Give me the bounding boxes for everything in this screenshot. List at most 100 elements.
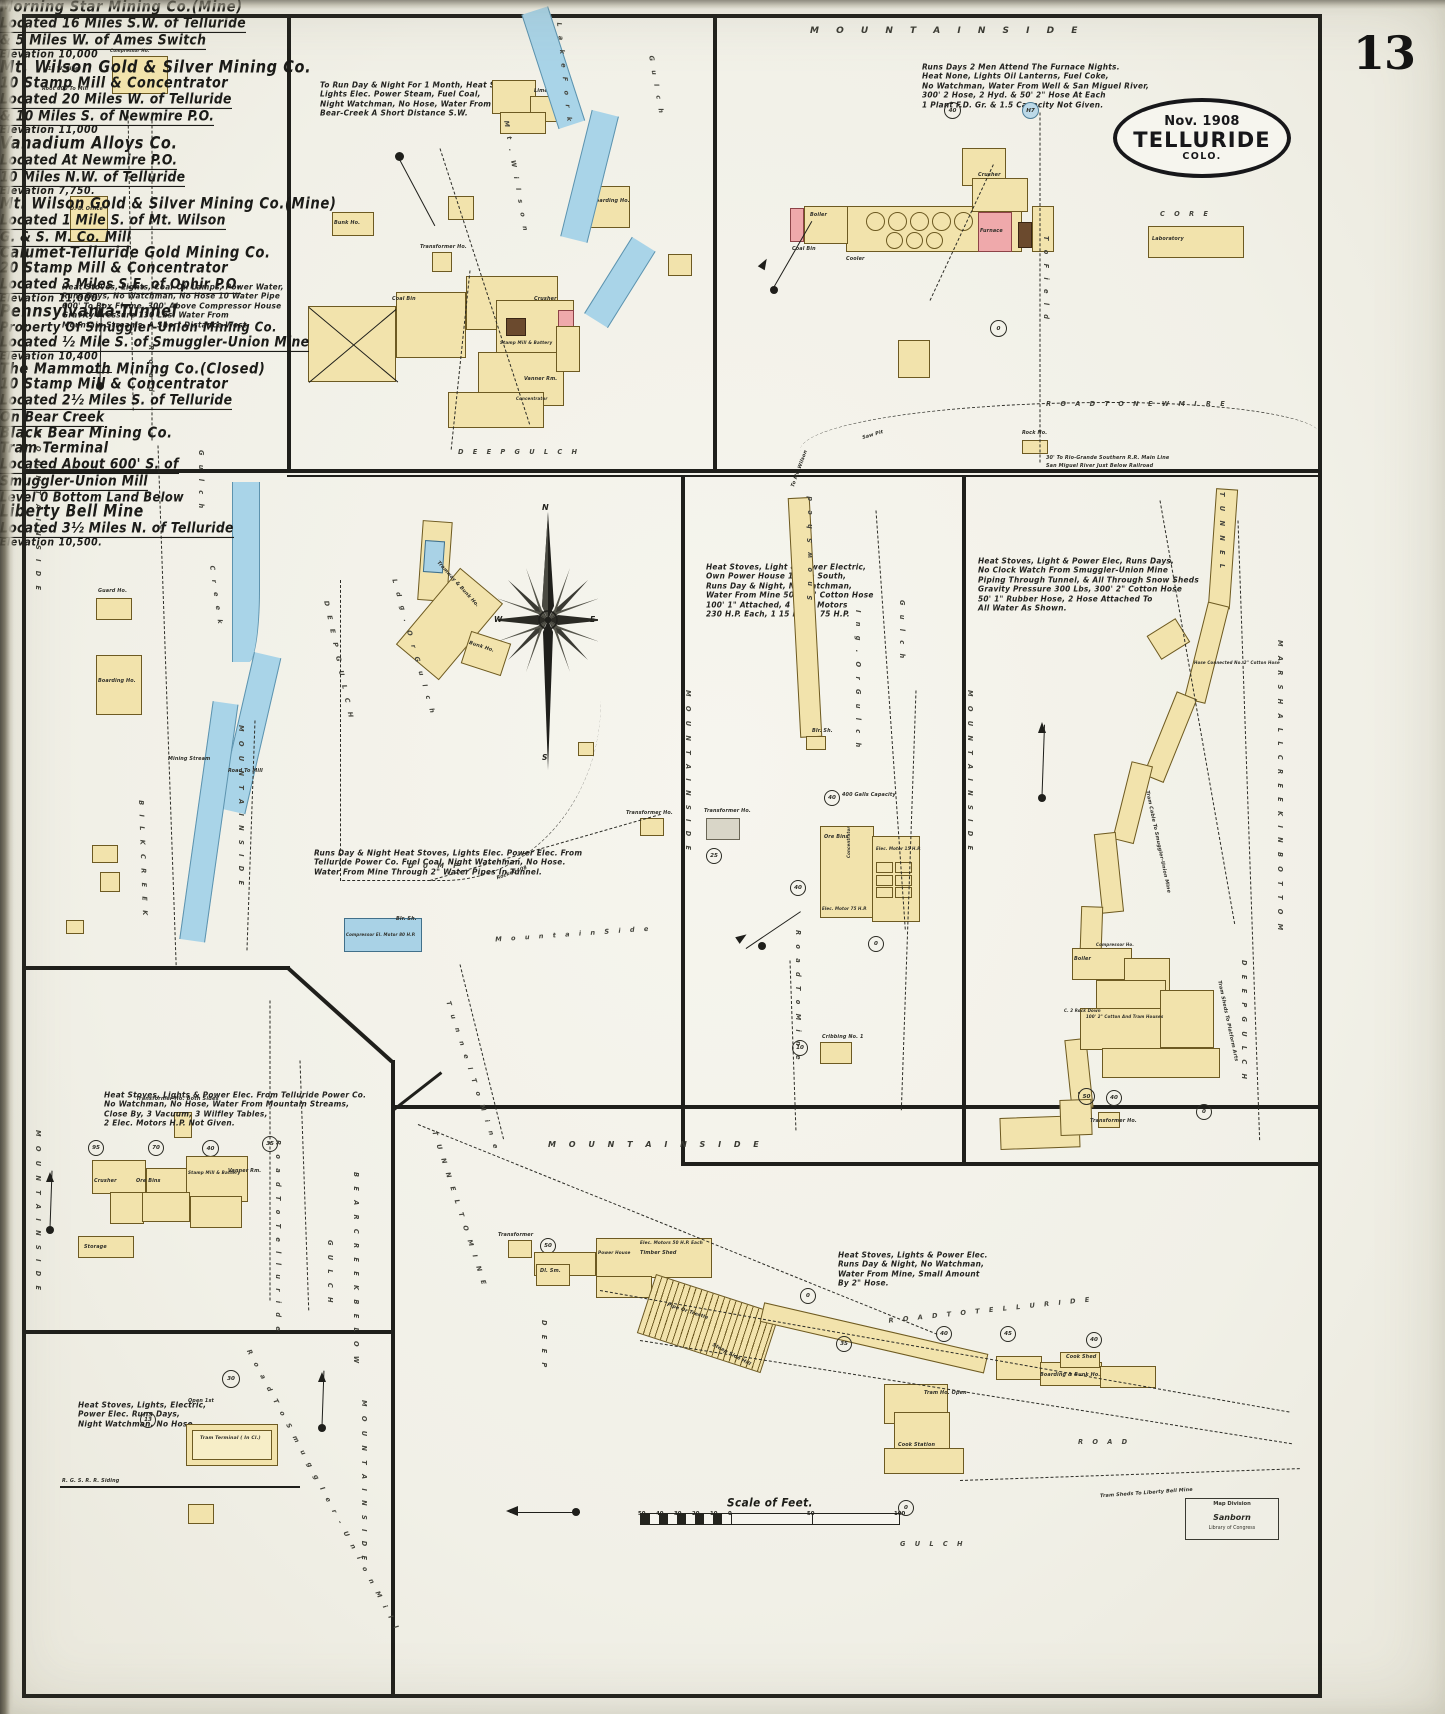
building-mam-transformer [174,1112,192,1138]
mammoth-subtitle: 10 Stamp Mill & Concentrator [0,375,229,394]
building-lb-7 [1060,1352,1100,1368]
label-pa-boiler: Boiler [1074,956,1092,962]
label-mam-storage: Storage [84,1244,107,1250]
label-ms-compressor: Compressor Ho. [110,48,150,53]
label-mam-stamp: Stamp Mill & Battery [188,1170,241,1175]
building-ms-boarding [96,655,142,715]
vanadium-caption-2: 10 Miles N.W. of Telluride [0,168,1445,188]
morning-star-elevation: Elevation 10,000 [0,48,99,61]
circle-lb-35: 35 [836,1336,852,1352]
north-arrow-dot-ms [96,382,104,390]
label-mw-crusher: Crusher [534,296,557,302]
pennsylvania-caption-1: Located ½ Mile S. of Smuggler-Union Mine [0,333,1445,353]
label-ms-guard: Guard Ho. [98,588,128,594]
library-stamp: Map Division Sanborn Library of Congress [1185,1498,1279,1540]
building-bb-terminal-inner [192,1430,272,1460]
building-cal-sm2 [820,1042,852,1064]
circle-lb-0a: 0 [800,1288,816,1304]
label-mam-gulch: G U L C H [326,1240,334,1307]
label-mountain-side-left2: M O U N T A I N S I D E [237,725,245,889]
label-lb-road: R O A D [1078,1438,1131,1446]
building-ms-small-3 [66,920,84,934]
label-lb-cookstation: Cook Station [898,1442,936,1448]
building-mam-5 [142,1192,190,1222]
blackbear-note-1: Heat Stoves, Lights, Electric, [78,1399,207,1410]
scale-tick-7: 100 [894,1511,906,1517]
label-cal-trans: Transformer Ho. [704,808,751,814]
label-road-to-mill: Road To Mill [228,768,263,774]
circle-lb-45: 45 [1000,1326,1016,1342]
label-lb-trans: Transformer [498,1232,534,1238]
mt-wilson-mill-subtitle: 10 Stamp Mill & Concentrator [0,74,229,93]
mammoth-caption-1: Located 2½ Miles S. of Telluride [0,391,1445,411]
mt-wilson-mill-title: Mt. Wilson Gold & Silver Mining Co. [0,58,312,78]
road-mam-1 [269,1000,271,1301]
mammoth-note-1: Heat Stoves, Lights & Power Elec. From T… [104,1089,367,1100]
divider-horizontal-5 [22,1330,394,1334]
label-cal-road-to-mine: R o a d T o M i n e [794,930,802,1063]
label-pa-deep-gulch: D E E P G U L C H [1240,960,1248,1083]
label-bb-open: Open 1st [188,1398,215,1404]
label-lb-gulch: G U L C H [900,1540,967,1548]
stamp-line-3: Library of Congress [1208,1526,1256,1531]
scale-tick-3: 20 [692,1511,700,1517]
label-ms-office: D. B. Office [70,206,104,212]
circle-pa-40b: 40 [1106,1090,1122,1106]
va-roaster-row2 [886,232,943,249]
scale-tick-1: 40 [656,1511,664,1517]
vanadium-caption-1: Located At Newmire P.O. [0,151,1445,171]
calumet-note-4: Water From Mine 50' 1½" Cotton Hose [706,589,874,600]
building-lb-2 [536,1264,570,1286]
pennsylvania-note-3: Piping Through Tunnel, & All Through Sno… [978,574,1199,585]
label-bb-mountain: M O U N T A I N S I D E [360,1400,368,1564]
liberty-bell-caption-1: Located 3½ Miles N. of Telluride [0,519,1445,539]
compass-north-label: N [542,503,549,512]
vanadium-note-3: No Watchman, Water From Well & San Migue… [922,80,1150,91]
circle-cal-40b: 40 [790,880,806,896]
north-dot-mam [46,1226,54,1234]
stamp-line-1: Map Division [1213,1501,1251,1507]
circle-marker-40: 40 [944,102,961,119]
morning-star-note-1: Heat Stoves, Lights, Coal-Oil Lamps, Pow… [62,281,284,292]
label-pa-marshall: M A R S H A L L C R E E K I N B O T T O … [1276,640,1284,934]
vanadium-note-2: Heat None, Lights Oil Lanterns, Fuel Cok… [922,70,1109,81]
mt-wilson-mine-caption-1: Located 1 Mile S. of Mt. Wilson [0,211,1445,231]
building-mam-2 [146,1168,188,1194]
divider-vertical-5 [391,1060,395,1698]
label-pa-hose2: 100' 2" Cotton And Tram Houses [1086,1014,1164,1019]
liberty-bell-note-1: Heat Stoves, Lights & Power Elec. [838,1249,988,1260]
scale-bar-container: Scale of Feet. 50 40 30 20 10 0 50 100 [638,1496,905,1535]
building-mw-mill-a [396,292,466,358]
liberty-bell-note-2: Runs Day & Night, No Watchman, [838,1258,985,1269]
building-va-upper2 [972,178,1028,212]
mt-wilson-mill-elevation: Elevation 11,000 [0,124,99,137]
north-dot-va [770,286,778,294]
calumet-title: Calumet-Telluride Gold Mining Co. [0,244,271,263]
label-lb-timber: Timber Shed [640,1250,677,1256]
building-lb-6 [1100,1366,1156,1388]
calumet-caption-1: Located 3 Miles S.E. of Ophir P.O. [0,275,1445,295]
mammoth-note-2: No Watchman, No Hose, Water From Mountai… [104,1098,350,1109]
cal-mill-grid [876,862,912,898]
building-mw-mill-e [448,392,544,428]
north-head-mam [46,1172,54,1182]
building-pa-c4 [1096,980,1166,1010]
label-mw-boarding: Boarding Ho. [592,198,630,204]
blackbear-title: Black Bear Mining Co. [0,424,173,443]
blackbear-caption-1: Located About 600' S. of [0,455,1445,475]
circle-bb-13: 13 [140,1412,156,1428]
building-mw-lime-3 [500,112,546,134]
building-cal-sm1 [806,736,826,750]
building-ms-guard [96,598,132,620]
label-mw-coal: Coal Bin [392,296,416,302]
label-bb-terminal: Tram Terminal ( In Cl.) [200,1436,261,1441]
label-pa-hose: Hose Connected No. 2" Cotton Hose [1194,660,1280,665]
label-lb-mountain-side: M O U N T A I N S I D E [548,1140,764,1149]
label-mam-bearcreek: B E A R C R E E K B E L O W [352,1172,360,1367]
label-mam-mountain: M O U N T A I N S I D E [34,1130,42,1294]
pennsylvania-note-1: Heat Stoves, Light & Power Elec, Runs Da… [978,555,1175,566]
page-number: 13 [1352,26,1416,80]
label-cal-blrsh: Blr. Sh. [812,728,833,734]
north-dot-mw [395,152,404,161]
circle-marker-o: 0 [990,320,1007,337]
